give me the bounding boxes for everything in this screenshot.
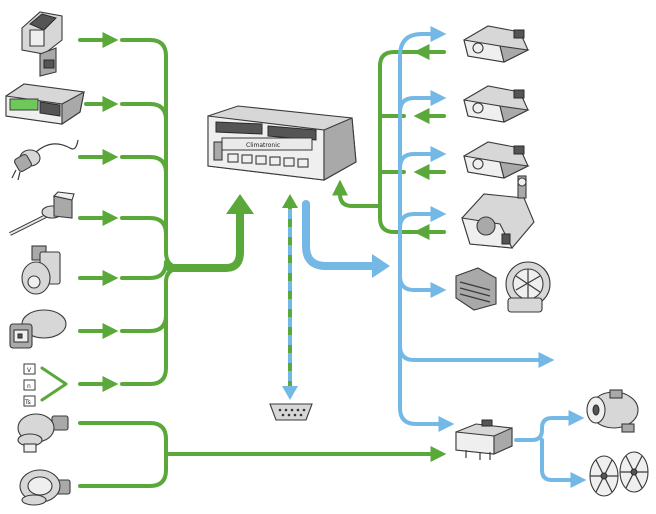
radiator-fans-icon [589, 451, 649, 497]
fresh-air-blower-icon [455, 261, 551, 313]
diagnostic-connector-icon [269, 403, 313, 421]
pressure-sensor-icon [9, 309, 67, 349]
flap-servo-motor-3-icon [463, 141, 530, 179]
unit-display-text: Climatronic [246, 142, 280, 149]
temperature-probe-icon [9, 191, 75, 236]
temperature-sensor-icon [11, 139, 79, 181]
air-quality-sensor-icon [21, 245, 61, 295]
engine-speed-sender-icon [19, 469, 71, 506]
switch-label-ts: Ts [24, 399, 31, 406]
sunlight-sensor-icon [21, 11, 63, 77]
switch-label-v: V [27, 367, 32, 374]
instrument-cluster-icon [5, 83, 85, 126]
coolant-temperature-sensor-icon [17, 413, 69, 453]
climate-control-unit: Climatronic [207, 105, 357, 181]
flap-servo-motor-4-icon [461, 175, 535, 249]
output-signal-bus [302, 26, 587, 488]
compressor-input-bus [78, 421, 447, 488]
ac-compressor-icon [586, 389, 639, 433]
feedback-bus [332, 44, 446, 240]
switch-label-n: n [27, 383, 31, 390]
flap-servo-motor-1-icon [463, 25, 530, 63]
diagnostic-link [282, 194, 298, 400]
selector-switches: V n Ts [23, 363, 36, 407]
compressor-control-unit-icon [455, 419, 513, 460]
input-signal-bus [120, 38, 254, 386]
input-arrows [40, 32, 119, 402]
flap-servo-motor-2-icon [463, 85, 530, 123]
